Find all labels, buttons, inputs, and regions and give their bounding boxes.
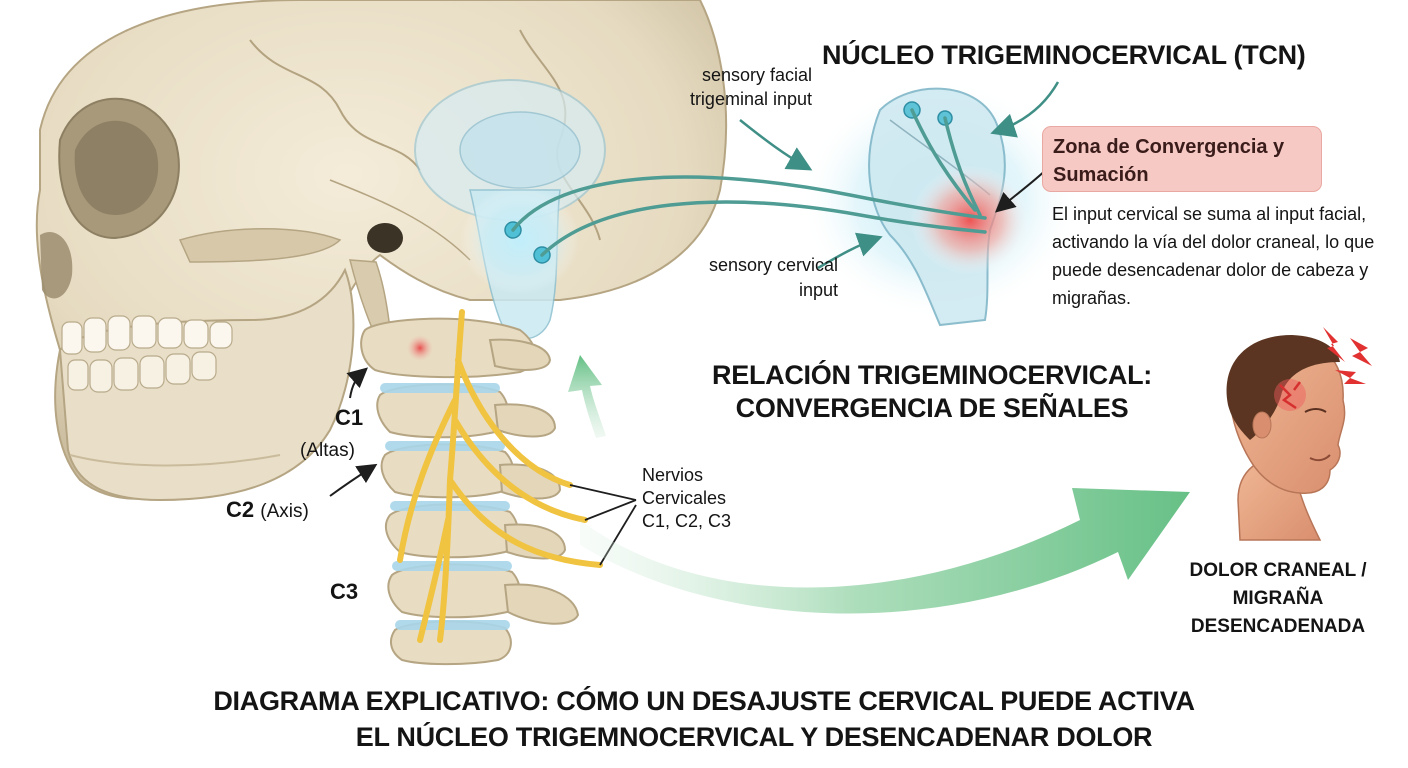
tcn-structure: [800, 80, 1080, 327]
cervical-nerves: [397, 309, 603, 643]
c1-sublabel: (Altas): [300, 440, 355, 461]
c2-main-label: C2: [226, 497, 255, 522]
up-arrow: [568, 355, 606, 438]
cervical-nerves-label: Nervios Cervicales C1, C2, C3: [642, 464, 772, 533]
c1-label: C1: [335, 405, 364, 430]
bottom-title-line-1: DIAGRAMA EXPLICATIVO: CÓMO UN DESAJUSTE …: [213, 686, 1195, 716]
pain-line-1: DOLOR CRANEAL /: [1189, 560, 1367, 581]
bottom-title-line-2: EL NÚCLEO TRIGEMNOCERVICAL Y DESENCADENA…: [355, 722, 1153, 752]
convergence-zone-description: El input cervical se suma al input facia…: [1052, 204, 1375, 308]
pain-line-2: MIGRAÑA: [1232, 588, 1324, 609]
cervical-spine: [360, 317, 580, 666]
lower-teeth: [67, 351, 217, 393]
upper-teeth: [61, 315, 233, 355]
pain-label: DOLOR CRANEAL / MIGRAÑA DESENCADENADA: [1162, 557, 1394, 641]
c2-sublabel: (Axis): [260, 501, 309, 522]
skull: [35, 0, 728, 502]
nervios-line-1: Nervios: [642, 465, 704, 485]
tcn-title: NÚCLEO TRIGEMINOCERVICAL (TCN): [822, 40, 1306, 70]
pain-line-3: DESENCADENADA: [1190, 616, 1366, 637]
convergence-zone-box: Zona de Convergencia y Sumación: [1042, 126, 1322, 192]
big-arrow: [580, 488, 1190, 614]
person-head: [1226, 327, 1372, 541]
sensory-facial-label: sensory facial trigeminal input: [689, 65, 812, 109]
c3-label: C3: [330, 579, 359, 604]
relation-title: RELACIÓN TRIGEMINOCERVICAL: CONVERGENCIA…: [712, 360, 1152, 423]
diagram-bottom-title: DIAGRAMA EXPLICATIVO: CÓMO UN DESAJUSTE …: [0, 683, 1408, 755]
neural-pathways: [511, 108, 987, 257]
convergence-zone-title: Zona de Convergencia y Sumación: [1053, 136, 1285, 186]
c2-label: C2 (Axis): [226, 497, 309, 523]
nervios-line-2: Cervicales: [642, 488, 727, 508]
nervios-line-3: C1, C2, C3: [642, 511, 732, 531]
sensory-cervical-label: sensory cervical input: [708, 255, 838, 300]
